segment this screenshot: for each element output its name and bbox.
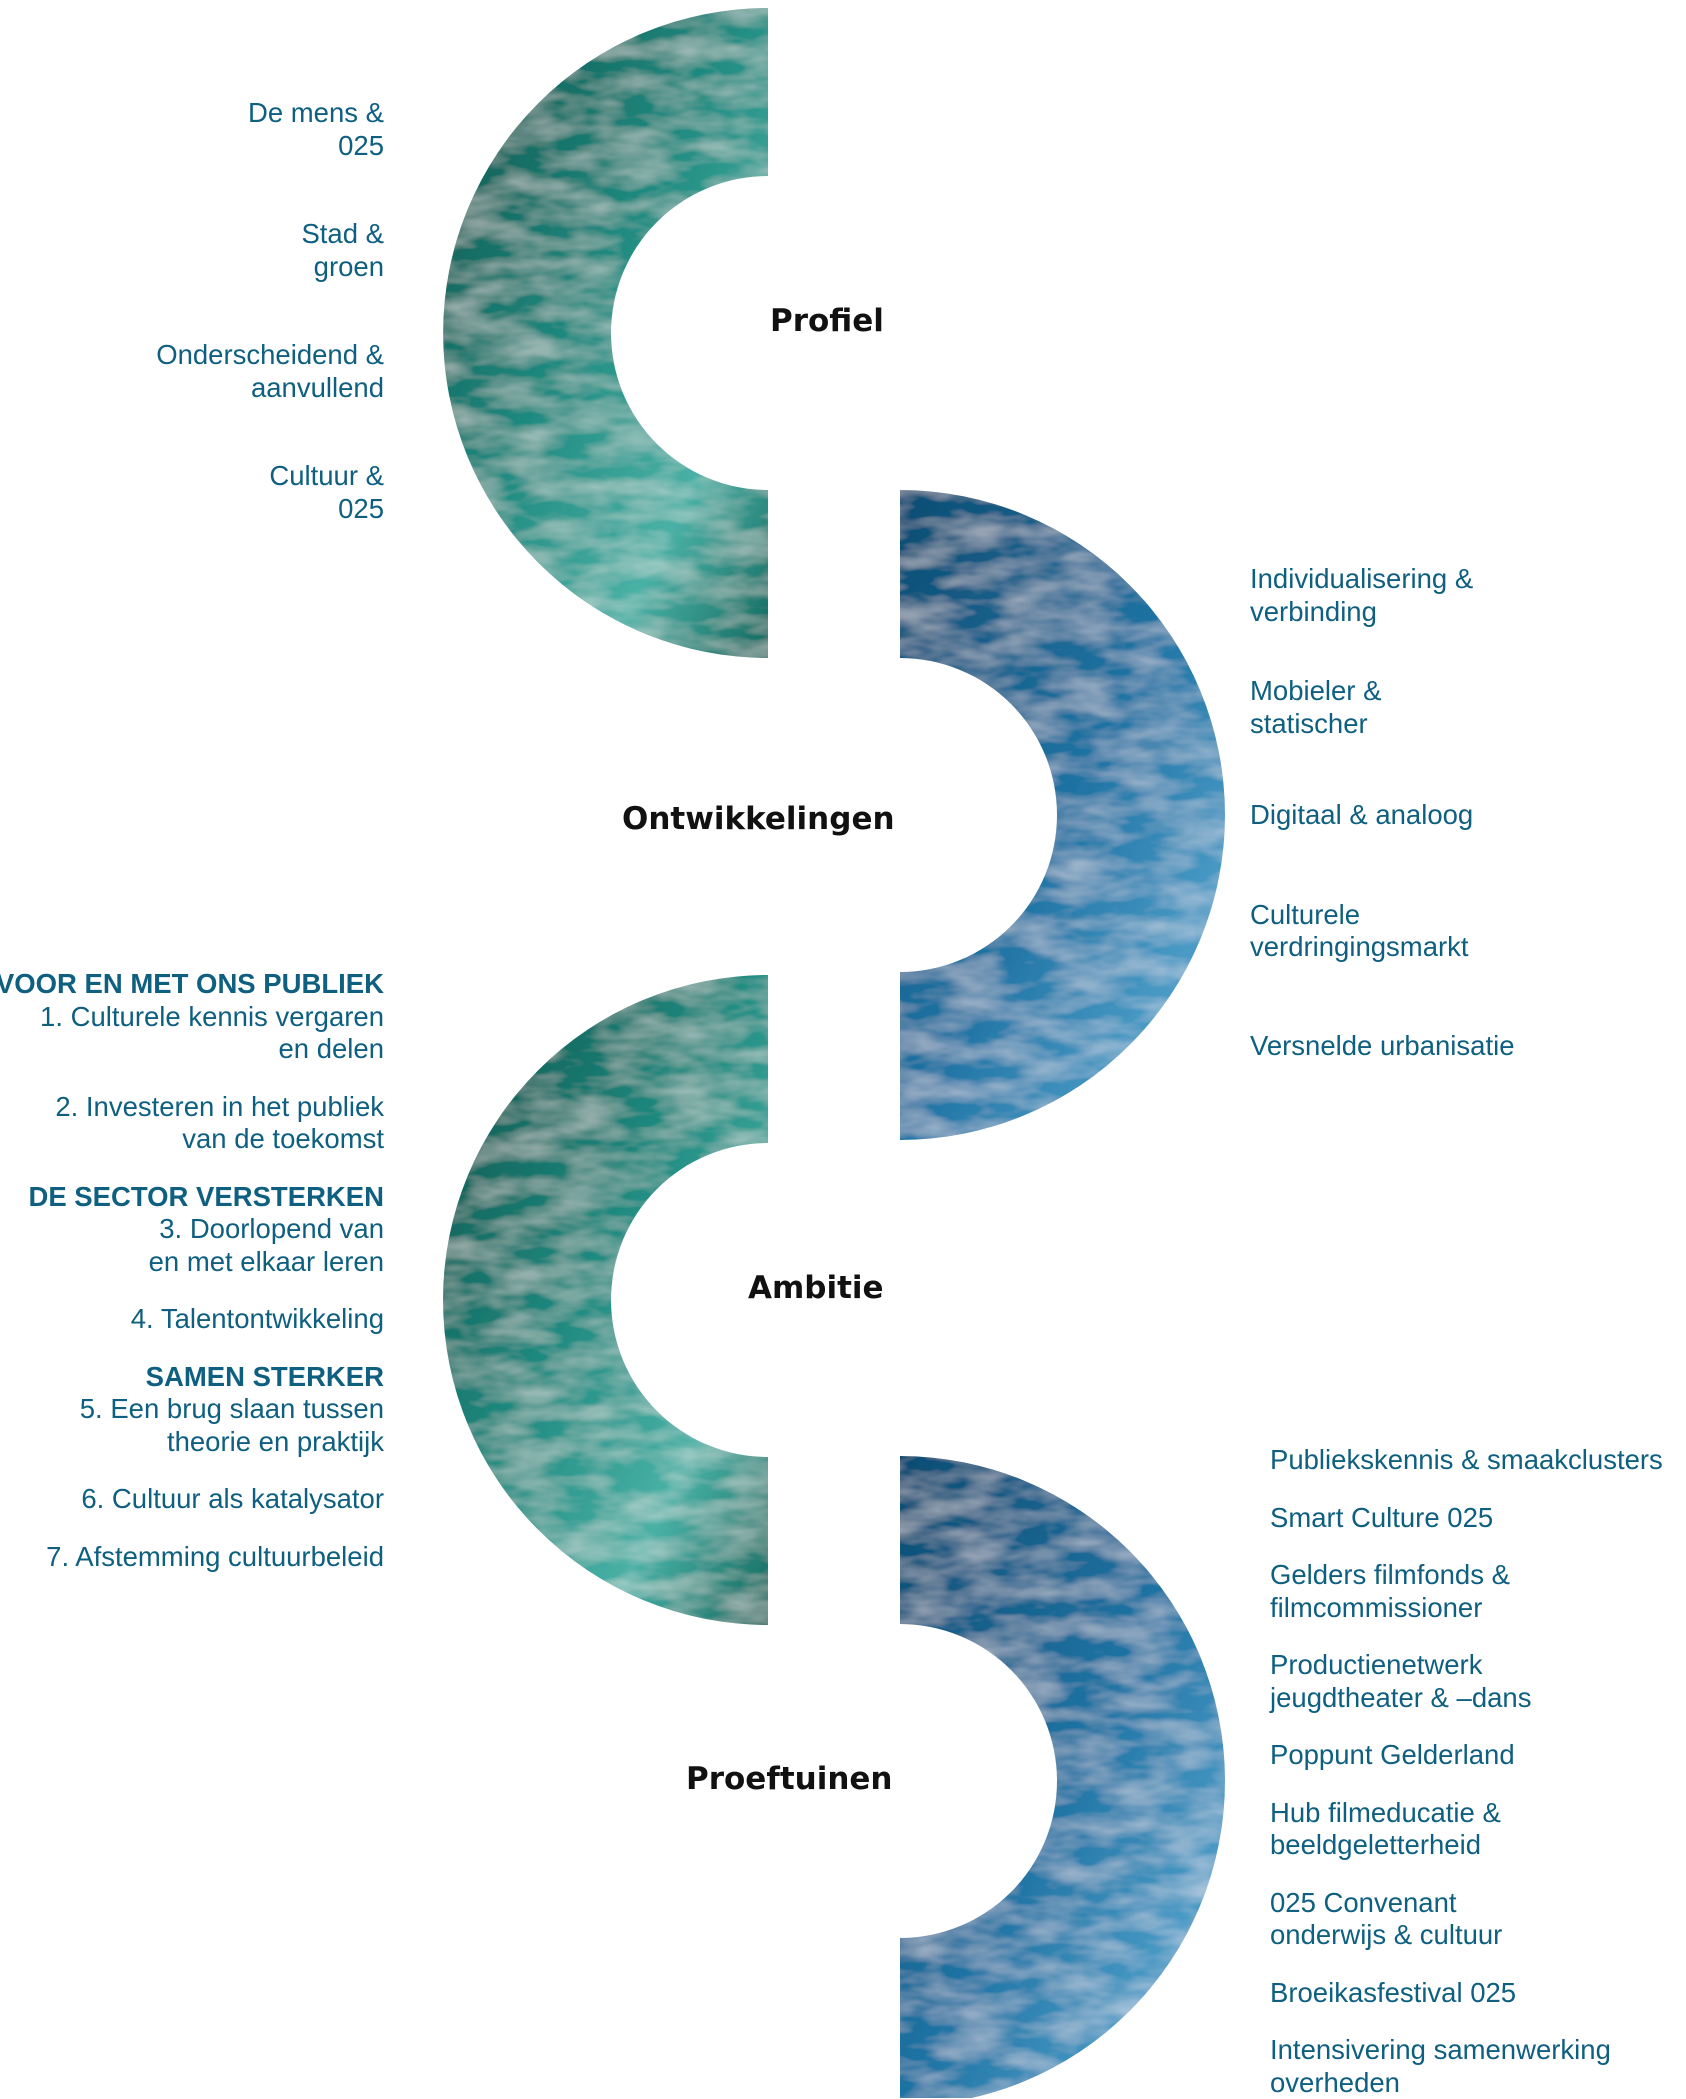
profiel-item-line: De mens & xyxy=(156,97,384,130)
proeftuinen-item: Publiekskennis & smaakclusters xyxy=(1270,1444,1663,1477)
profiel-item-line: 025 xyxy=(156,493,384,526)
ontwikkelingen-arc xyxy=(900,490,1225,1140)
ambitie-item-line: theorie en praktijk xyxy=(0,1426,384,1459)
ambitie-item-line: 6. Cultuur als katalysator xyxy=(0,1483,384,1516)
profiel-list: De mens & 025 Stad & groen Onderscheiden… xyxy=(156,97,384,525)
ontwikkelingen-item-line: Individualisering & xyxy=(1250,563,1515,596)
ambitie-list: VOOR EN MET ONS PUBLIEK 1. Culturele ken… xyxy=(0,968,384,1573)
proeftuinen-item-line: filmcommissioner xyxy=(1270,1592,1663,1625)
profiel-item: Cultuur & 025 xyxy=(156,460,384,525)
ambitie-item: 1. Culturele kennis vergaren en delen xyxy=(0,1001,384,1066)
ambitie-item: 3. Doorlopend van en met elkaar leren xyxy=(0,1213,384,1278)
ambitie-item-line: 3. Doorlopend van xyxy=(0,1213,384,1246)
profiel-item-line: 025 xyxy=(156,130,384,163)
proeftuinen-item: Intensivering samenwerking overheden xyxy=(1270,2034,1663,2099)
ambitie-heading: Ambitie xyxy=(748,1273,884,1304)
proeftuinen-item: Broeikasfestival 025 xyxy=(1270,1977,1663,2010)
proeftuinen-item: 025 Convenant onderwijs & cultuur xyxy=(1270,1887,1663,1952)
ontwikkelingen-item: Digitaal & analoog xyxy=(1250,799,1515,832)
proeftuinen-arc xyxy=(900,1456,1225,2098)
proeftuinen-item-line: onderwijs & cultuur xyxy=(1270,1919,1663,1952)
proeftuinen-item: Productienetwerk jeugdtheater & –dans xyxy=(1270,1649,1663,1714)
ambitie-item-line: 7. Afstemming cultuurbeleid xyxy=(0,1541,384,1574)
ontwikkelingen-item-line: statischer xyxy=(1250,708,1515,741)
ambitie-item: 4. Talentontwikkeling xyxy=(0,1303,384,1336)
ontwikkelingen-item-line: Digitaal & analoog xyxy=(1250,799,1515,832)
profiel-item-line: Stad & xyxy=(156,218,384,251)
ambitie-item: 5. Een brug slaan tussen theorie en prak… xyxy=(0,1393,384,1458)
proeftuinen-list: Publiekskennis & smaakclusters Smart Cul… xyxy=(1270,1444,1663,2099)
ontwikkelingen-item-line: verdringingsmarkt xyxy=(1250,931,1515,964)
proeftuinen-item-line: Hub filmeducatie & xyxy=(1270,1797,1663,1830)
ontwikkelingen-item: Versnelde urbanisatie xyxy=(1250,1030,1515,1063)
profiel-item: De mens & 025 xyxy=(156,97,384,162)
ontwikkelingen-item-line: verbinding xyxy=(1250,596,1515,629)
ambitie-group-caption: DE SECTOR VERSTERKEN xyxy=(0,1181,384,1214)
ambitie-item-line: en met elkaar leren xyxy=(0,1246,384,1279)
proeftuinen-item-line: Smart Culture 025 xyxy=(1270,1502,1663,1535)
ontwikkelingen-list: Individualisering & verbinding Mobieler … xyxy=(1250,563,1515,1062)
proeftuinen-item-line: Productienetwerk xyxy=(1270,1649,1663,1682)
ambitie-item-line: 4. Talentontwikkeling xyxy=(0,1303,384,1336)
ontwikkelingen-item: Individualisering & verbinding xyxy=(1250,563,1515,628)
ambitie-group-caption: SAMEN STERKER xyxy=(0,1361,384,1394)
profiel-item: Onderscheidend & aanvullend xyxy=(156,339,384,404)
profiel-item-line: aanvullend xyxy=(156,372,384,405)
profiel-item-line: Cultuur & xyxy=(156,460,384,493)
ambitie-item-line: 5. Een brug slaan tussen xyxy=(0,1393,384,1426)
ambitie-item-line: van de toekomst xyxy=(0,1123,384,1156)
ambitie-item-line: en delen xyxy=(0,1033,384,1066)
proeftuinen-item-line: Gelders filmfonds & xyxy=(1270,1559,1663,1592)
proeftuinen-heading: Proeftuinen xyxy=(686,1764,893,1795)
proeftuinen-item-line: Poppunt Gelderland xyxy=(1270,1739,1663,1772)
ontwikkelingen-item-line: Mobieler & xyxy=(1250,675,1515,708)
profiel-item-line: groen xyxy=(156,251,384,284)
ontwikkelingen-item: Culturele verdringingsmarkt xyxy=(1250,899,1515,964)
ambitie-group: SAMEN STERKER 5. Een brug slaan tussen t… xyxy=(0,1361,384,1574)
ambitie-item-line: 1. Culturele kennis vergaren xyxy=(0,1001,384,1034)
profiel-item-line: Onderscheidend & xyxy=(156,339,384,372)
ambitie-item: 7. Afstemming cultuurbeleid xyxy=(0,1541,384,1574)
ambitie-item-line: 2. Investeren in het publiek xyxy=(0,1091,384,1124)
ontwikkelingen-item: Mobieler & statischer xyxy=(1250,675,1515,740)
proeftuinen-item: Gelders filmfonds & filmcommissioner xyxy=(1270,1559,1663,1624)
ambitie-item: 6. Cultuur als katalysator xyxy=(0,1483,384,1516)
proeftuinen-item-line: overheden xyxy=(1270,2067,1663,2099)
profiel-heading: Profiel xyxy=(770,306,884,337)
proeftuinen-item-line: jeugdtheater & –dans xyxy=(1270,1682,1663,1715)
ontwikkelingen-heading: Ontwikkelingen xyxy=(622,804,895,835)
profiel-arc xyxy=(443,8,768,658)
proeftuinen-item-line: Broeikasfestival 025 xyxy=(1270,1977,1663,2010)
proeftuinen-item-line: 025 Convenant xyxy=(1270,1887,1663,1920)
ontwikkelingen-item-line: Culturele xyxy=(1250,899,1515,932)
ontwikkelingen-item-line: Versnelde urbanisatie xyxy=(1250,1030,1515,1063)
proeftuinen-item: Poppunt Gelderland xyxy=(1270,1739,1663,1772)
ambitie-group: DE SECTOR VERSTERKEN 3. Doorlopend van e… xyxy=(0,1181,384,1336)
ambitie-item: 2. Investeren in het publiek van de toek… xyxy=(0,1091,384,1156)
ambitie-group-caption: VOOR EN MET ONS PUBLIEK xyxy=(0,968,384,1001)
ambitie-group: VOOR EN MET ONS PUBLIEK 1. Culturele ken… xyxy=(0,968,384,1156)
profiel-item: Stad & groen xyxy=(156,218,384,283)
proeftuinen-item-line: Intensivering samenwerking xyxy=(1270,2034,1663,2067)
proeftuinen-item-line: Publiekskennis & smaakclusters xyxy=(1270,1444,1663,1477)
proeftuinen-item-line: beeldgeletterheid xyxy=(1270,1829,1663,1862)
proeftuinen-item: Hub filmeducatie & beeldgeletterheid xyxy=(1270,1797,1663,1862)
proeftuinen-item: Smart Culture 025 xyxy=(1270,1502,1663,1535)
ambitie-arc xyxy=(443,975,768,1625)
